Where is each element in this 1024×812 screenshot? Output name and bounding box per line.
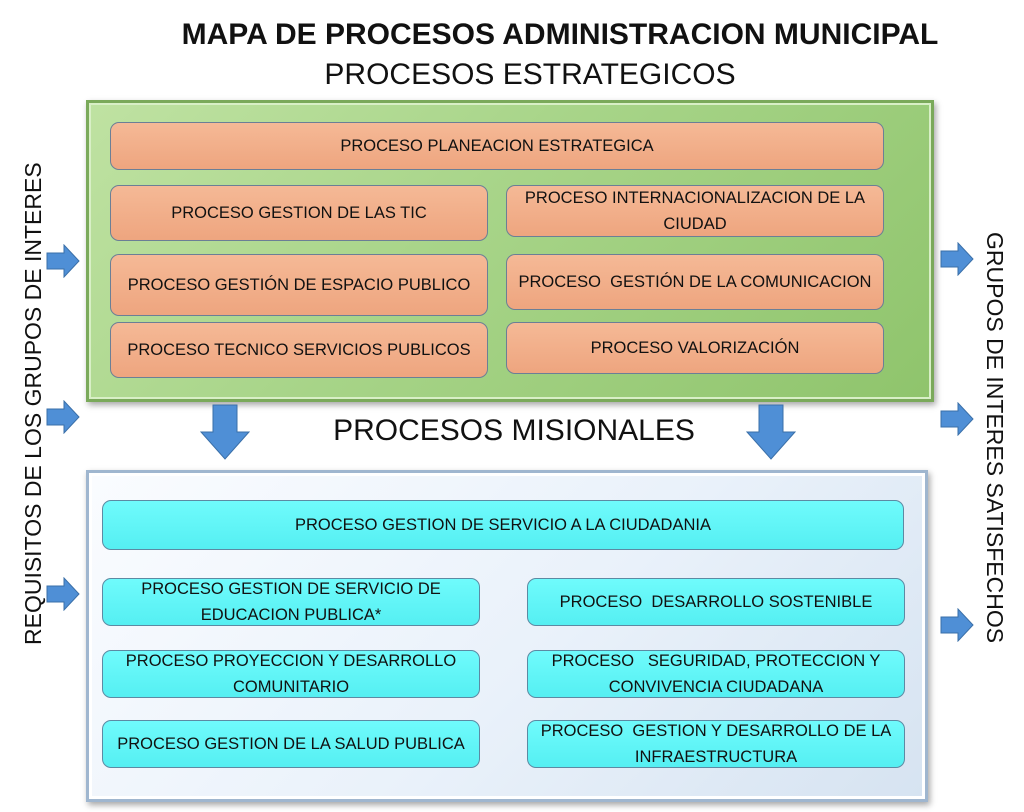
- misional-process-box[interactable]: PROCESO SEGURIDAD, PROTECCION Y CONVIVEN…: [527, 650, 905, 698]
- strategic-process-box[interactable]: PROCESO GESTIÓN DE ESPACIO PUBLICO: [110, 254, 488, 316]
- misional-process-box[interactable]: PROCESO DESARROLLO SOSTENIBLE: [527, 578, 905, 626]
- strategic-process-box[interactable]: PROCESO GESTION DE LAS TIC: [110, 185, 488, 241]
- misional-process-box[interactable]: PROCESO GESTION Y DESARROLLO DE LA INFRA…: [527, 720, 905, 768]
- misional-process-box[interactable]: PROCESO PROYECCION Y DESARROLLO COMUNITA…: [102, 650, 480, 698]
- arrow-right-icon: [46, 244, 80, 278]
- strategic-process-box[interactable]: PROCESO GESTIÓN DE LA COMUNICACION: [506, 254, 884, 310]
- strategic-process-box[interactable]: PROCESO INTERNACIONALIZACION DE LA CIUDA…: [506, 185, 884, 237]
- strategic-process-box[interactable]: PROCESO TECNICO SERVICIOS PUBLICOS: [110, 322, 488, 378]
- misional-process-box[interactable]: PROCESO GESTION DE SERVICIO DE EDUCACION…: [102, 578, 480, 626]
- arrow-right-icon: [46, 400, 80, 434]
- output-side-label: GRUPOS DE INTERES SATISFECHOS: [982, 232, 1008, 644]
- strategic-process-box[interactable]: PROCESO PLANEACION ESTRATEGICA: [110, 122, 884, 170]
- page-title: MAPA DE PROCESOS ADMINISTRACION MUNICIPA…: [181, 18, 939, 51]
- strategic-heading: PROCESOS ESTRATEGICOS: [324, 58, 736, 91]
- output-side-label-wrap: GRUPOS DE INTERES SATISFECHOS: [980, 232, 1008, 643]
- input-side-label: REQUISITOS DE LOS GRUPOS DE INTERES: [20, 162, 46, 645]
- arrow-right-icon: [940, 402, 974, 436]
- arrow-right-icon: [46, 577, 80, 611]
- arrow-down-icon: [746, 404, 796, 460]
- misional-process-box[interactable]: PROCESO GESTION DE SERVICIO A LA CIUDADA…: [102, 500, 904, 550]
- misional-process-box[interactable]: PROCESO GESTION DE LA SALUD PUBLICA: [102, 720, 480, 768]
- arrow-right-icon: [940, 608, 974, 642]
- arrow-down-icon: [200, 404, 250, 460]
- misional-heading: PROCESOS MISIONALES: [333, 414, 695, 447]
- input-side-label-wrap: REQUISITOS DE LOS GRUPOS DE INTERES: [20, 162, 46, 646]
- strategic-process-box[interactable]: PROCESO VALORIZACIÓN: [506, 322, 884, 374]
- arrow-right-icon: [940, 242, 974, 276]
